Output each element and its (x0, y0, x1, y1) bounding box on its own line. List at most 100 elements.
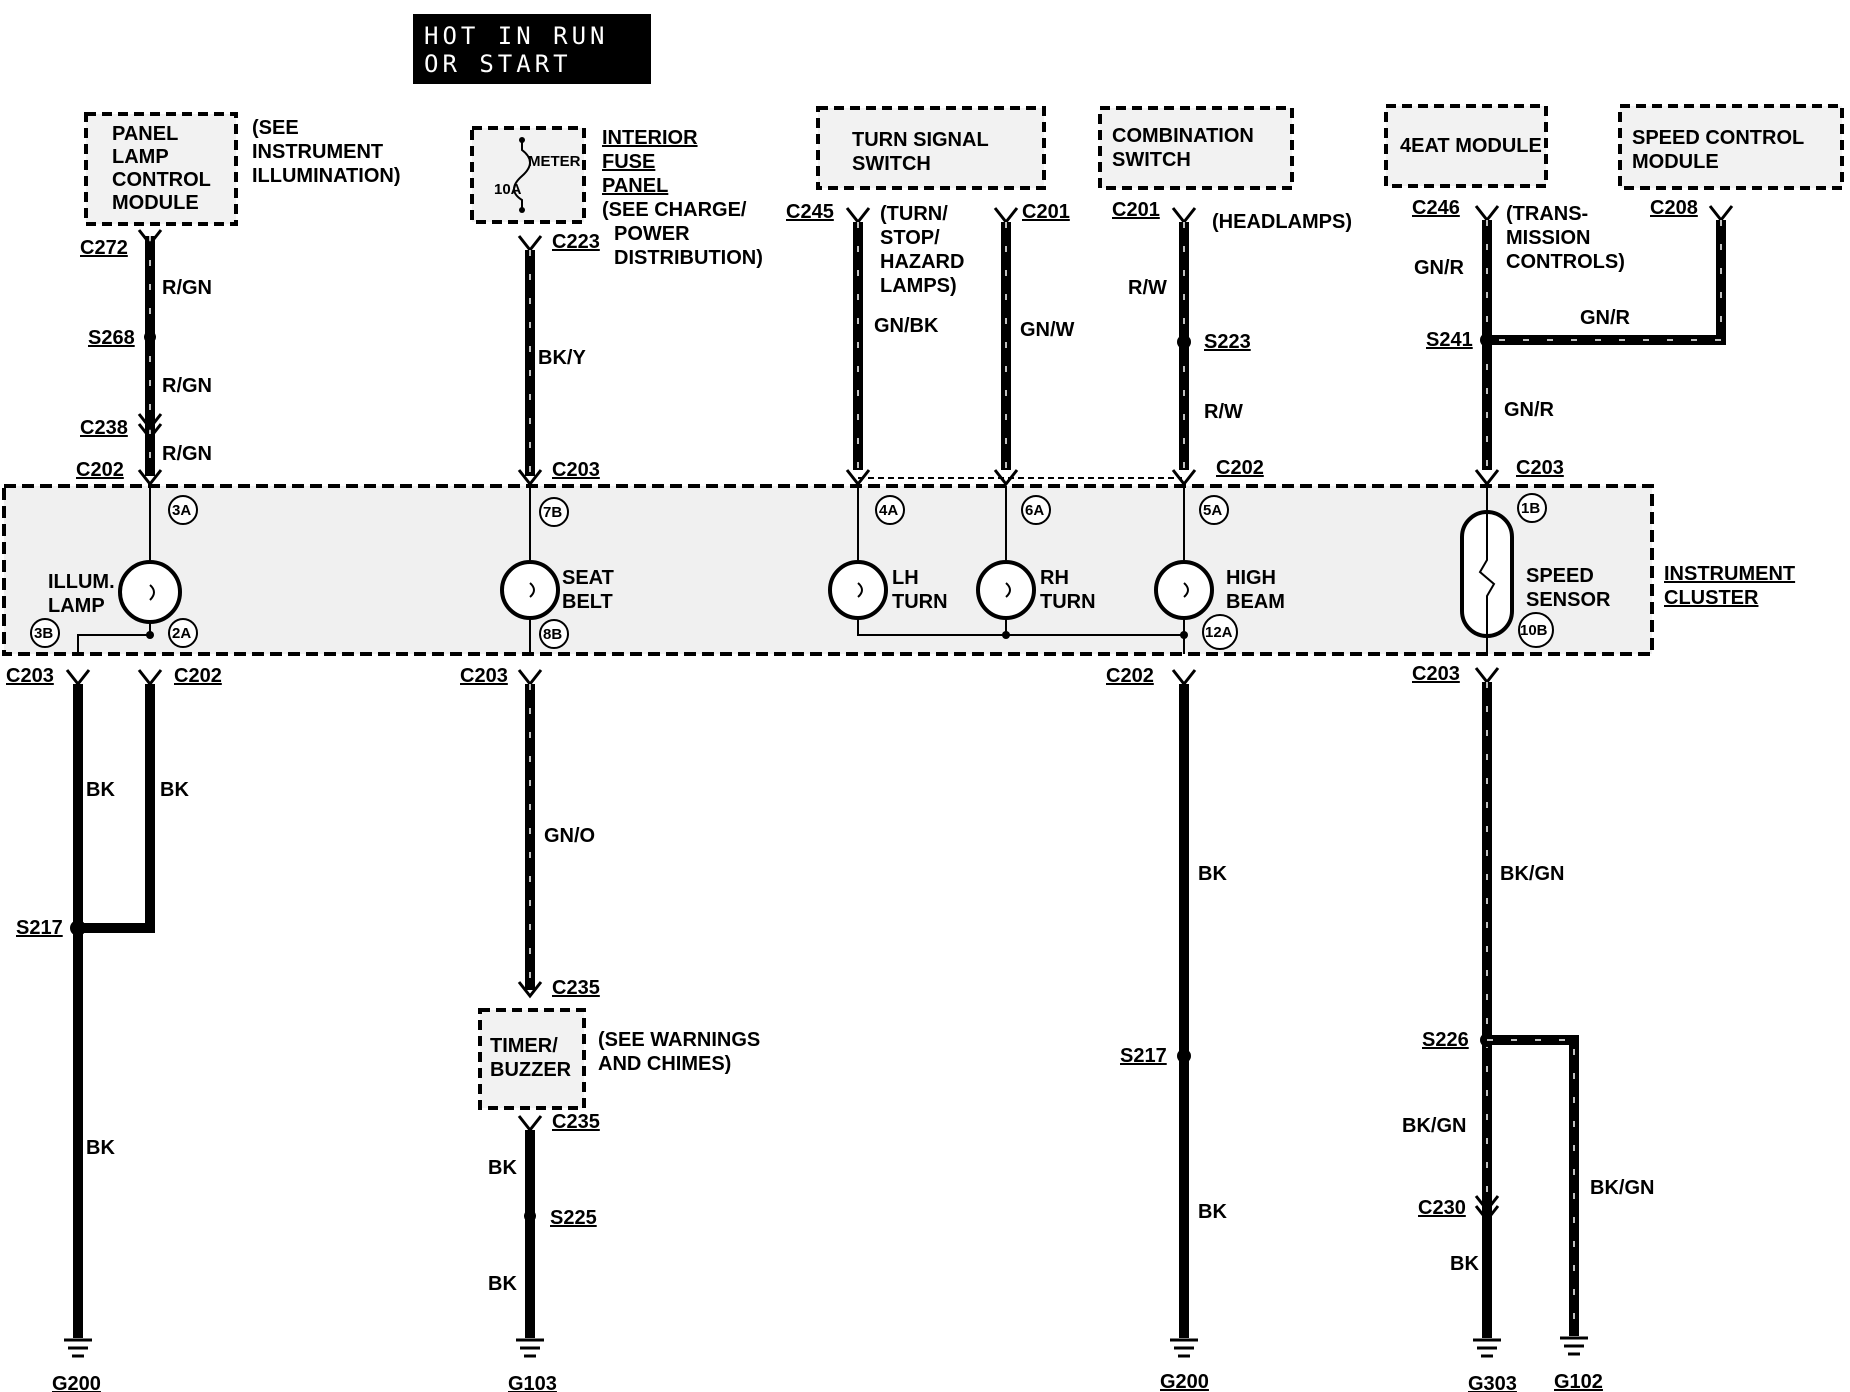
c202-top-label: C202 (76, 459, 124, 481)
svg-text:2A: 2A (172, 625, 191, 642)
turn-note-4: LAMPS) (880, 275, 957, 297)
c223-label: C223 (552, 231, 600, 253)
pin-4a: 4A (875, 495, 905, 525)
fuse-panel-note-1: (SEE CHARGE/ (602, 199, 747, 221)
interior-fuse-panel (470, 126, 586, 224)
c203-bottom-seat-label: C203 (460, 665, 508, 687)
high-beam-label-1: HIGH (1226, 567, 1276, 589)
c238-label: C238 (80, 417, 128, 439)
fuse-meter-label: METER (528, 153, 581, 170)
pin-12a: 12A (1202, 614, 1238, 650)
lh-turn-label-1: LH (892, 567, 919, 589)
splice-s225 (524, 1210, 536, 1222)
high-beam-bulb (1154, 560, 1214, 620)
svg-text:3A: 3A (172, 502, 191, 519)
wire-bk-illum (78, 684, 155, 933)
wire-label-gnr-2: GN/R (1580, 307, 1631, 329)
pin-1b: 1B (1517, 493, 1547, 523)
4eat-note-2: MISSION (1506, 227, 1590, 249)
4eat-module (1384, 104, 1548, 188)
turn-note-2: STOP/ (880, 227, 940, 249)
wire-label-gnbk: GN/BK (874, 315, 939, 337)
instrument-cluster-box (2, 484, 1654, 656)
turn-note-1: (TURN/ (880, 203, 948, 225)
speed-sensor-label-2: SENSOR (1526, 589, 1611, 611)
banner-line-1: HOT IN RUN (424, 22, 609, 50)
wire-label-bkgn-2: BK/GN (1402, 1115, 1466, 1137)
wire-label-bk-2: BK (160, 779, 189, 801)
cluster-title-1: INSTRUMENT (1664, 563, 1795, 585)
lh-turn-label-2: TURN (892, 591, 948, 613)
combination-label-1: COMBINATION (1112, 125, 1254, 147)
wire-label-rgn-3: R/GN (162, 443, 212, 465)
connector-c223 (517, 235, 543, 253)
wire-label-bky: BK/Y (538, 347, 586, 369)
connector-c201-comb (1171, 207, 1197, 225)
cluster-title-2: CLUSTER (1664, 587, 1759, 609)
fuse-panel-label-3: PANEL (602, 175, 668, 197)
wire-label-bk-1: BK (86, 779, 115, 801)
power-banner: HOT IN RUN OR START (413, 14, 651, 84)
c230-label: C230 (1418, 1197, 1466, 1219)
connector-c203-top-ss (1474, 469, 1500, 487)
c202-hb-label: C202 (1216, 457, 1264, 479)
c235-top-label: C235 (552, 977, 600, 999)
connector-c203-bottom-ss (1474, 667, 1500, 685)
timer-note-2: AND CHIMES) (598, 1053, 731, 1075)
seat-belt-label-1: SEAT (562, 567, 614, 589)
timer-note-1: (SEE WARNINGS (598, 1029, 760, 1051)
wire-label-rw-1: R/W (1128, 277, 1167, 299)
4eat-label-1: 4EAT MODULE (1400, 135, 1542, 157)
s226-label: S226 (1422, 1029, 1469, 1051)
pin-5a: 5A (1199, 495, 1229, 525)
c203-top-seat-label: C203 (552, 459, 600, 481)
wire-label-bk-3: BK (86, 1137, 115, 1159)
s268-label: S268 (88, 327, 135, 349)
connector-c235-bottom (517, 1115, 543, 1133)
speed-control-module (1618, 104, 1844, 190)
s225-label: S225 (550, 1207, 597, 1229)
connector-c238 (137, 413, 163, 441)
wire-label-rgn-1: R/GN (162, 277, 212, 299)
rh-turn-bulb (976, 560, 1036, 620)
speed-control-label-2: MODULE (1632, 151, 1719, 173)
svg-text:10B: 10B (1520, 622, 1548, 639)
banner-line-2: OR START (424, 50, 572, 78)
turn-signal-label-2: SWITCH (852, 153, 931, 175)
illum-label-1: ILLUM. (48, 571, 115, 593)
wire-label-rw-2: R/W (1204, 401, 1243, 423)
pin-7b: 7B (539, 497, 569, 527)
ground-g303 (1473, 1338, 1501, 1358)
connector-c202-lh (845, 469, 871, 487)
4eat-note-3: CONTROLS) (1506, 251, 1625, 273)
g200-left-label: G200 (52, 1373, 101, 1392)
wire-label-bk-6: BK (1198, 863, 1227, 885)
connector-c203-bottom-left (65, 669, 91, 687)
splice-s217-right (1177, 1049, 1191, 1063)
pin-8b: 8B (539, 619, 569, 649)
c272-label: C272 (80, 237, 128, 259)
c201-turn-label: C201 (1022, 201, 1070, 223)
svg-text:12A: 12A (1205, 624, 1233, 641)
c235-bottom-label: C235 (552, 1111, 600, 1133)
turn-signal-label-1: TURN SIGNAL (852, 129, 989, 151)
4eat-note-1: (TRANS- (1506, 203, 1588, 225)
connector-c246 (1474, 205, 1500, 223)
connector-c202-rh (993, 469, 1019, 487)
wire-label-bk-8: BK (1450, 1253, 1479, 1275)
turn-note-3: HAZARD (880, 251, 964, 273)
connector-c203-bottom-seat (517, 669, 543, 687)
panel-lamp-label-1: PANEL (112, 123, 178, 145)
combination-note-1: (HEADLAMPS) (1212, 211, 1352, 233)
ground-g103 (516, 1338, 544, 1358)
illum-label-2: LAMP (48, 595, 105, 617)
wire-label-gno: GN/O (544, 825, 595, 847)
wire-bkgn-branch (1487, 1035, 1579, 1336)
svg-text:1B: 1B (1521, 500, 1540, 517)
speed-sensor-label-1: SPEED (1526, 565, 1594, 587)
combination-label-2: SWITCH (1112, 149, 1191, 171)
c203-bottom-ss-label: C203 (1412, 663, 1460, 685)
pin-3a: 3A (168, 495, 198, 525)
s241-label: S241 (1426, 329, 1473, 351)
svg-text:5A: 5A (1203, 502, 1222, 519)
